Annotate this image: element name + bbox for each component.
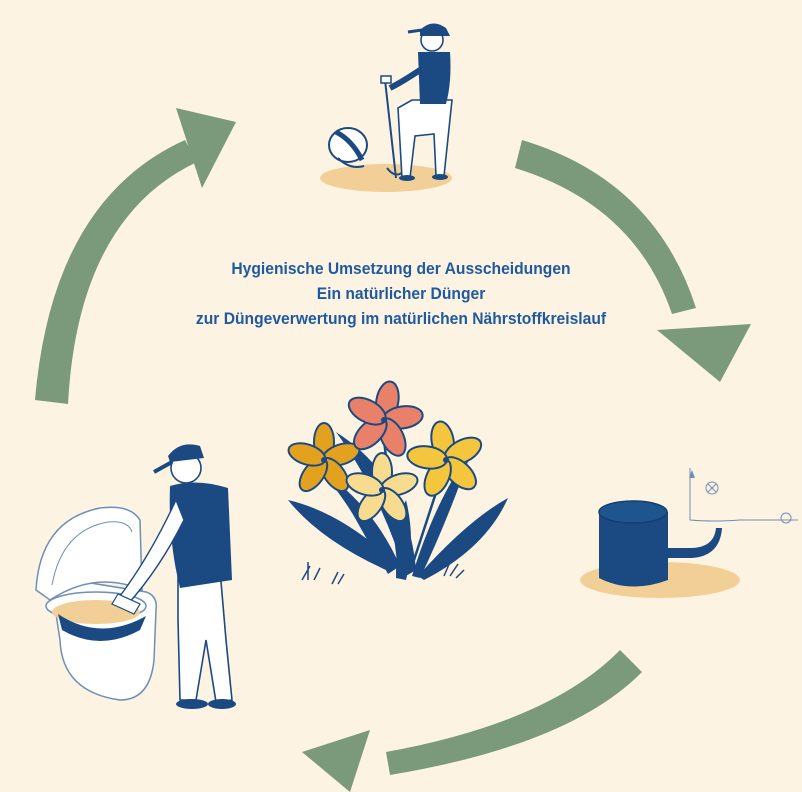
arrow-top-right-icon: [515, 140, 751, 382]
compost-bin-icon: [580, 468, 798, 598]
compost-worker-icon: [320, 23, 453, 192]
caption-line-3: zur Düngeverwertung im natürlichen Nährs…: [195, 309, 607, 328]
caption-line-2: Ein natürlicher Dünger: [316, 284, 486, 303]
cycle-caption: Hygienische Umsetzung der Ausscheidungen…: [125, 256, 677, 331]
flowers-icon: [287, 380, 508, 585]
arrow-left-icon: [35, 108, 236, 404]
person-at-toilet-icon: [35, 444, 236, 709]
arrow-bottom-icon: [302, 650, 642, 792]
caption-line-1: Hygienische Umsetzung der Ausscheidungen: [231, 259, 571, 278]
cycle-arrows: [35, 108, 751, 792]
